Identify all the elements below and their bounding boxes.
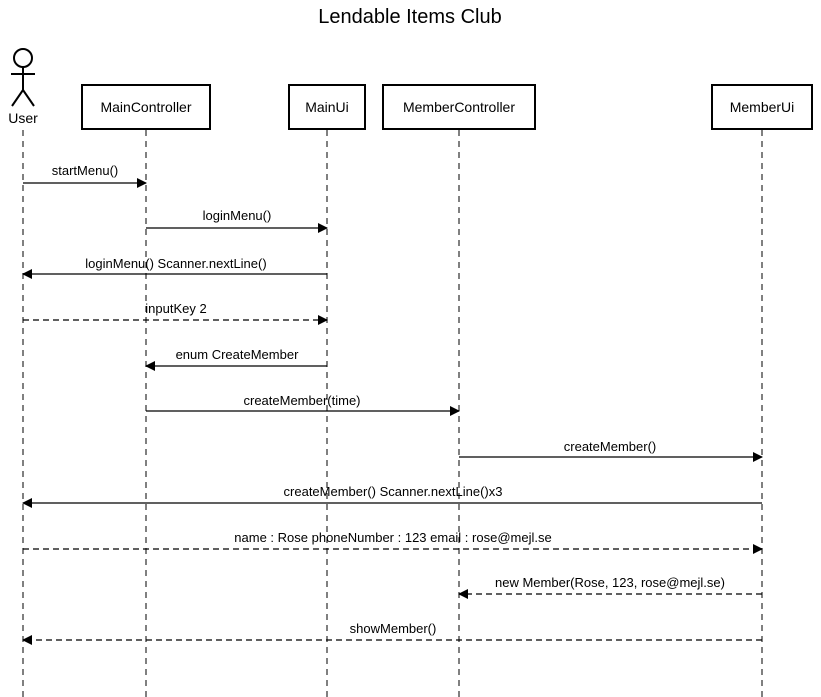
participant-membercontroller: MemberController <box>382 84 536 130</box>
message-label: enum CreateMember <box>176 347 299 362</box>
message-label: createMember() <box>564 439 656 454</box>
message-11: showMember() <box>22 621 762 645</box>
actor-head <box>13 48 33 68</box>
actor-right-leg <box>22 89 35 107</box>
message-2: loginMenu() <box>146 208 328 233</box>
message-1: startMenu() <box>23 163 147 188</box>
message-5: enum CreateMember <box>145 347 327 371</box>
message-label: inputKey 2 <box>145 301 206 316</box>
participant-label: MemberUi <box>730 99 795 115</box>
actor-left-leg <box>11 89 24 107</box>
message-10: new Member(Rose, 123, rose@mejl.se) <box>458 575 762 599</box>
message-9: name : Rose phoneNumber : 123 email : ro… <box>23 530 763 554</box>
diagram-title: Lendable Items Club <box>318 6 501 28</box>
participant-maincontroller: MainController <box>81 84 211 130</box>
participant-box <box>382 84 536 130</box>
message-label: showMember() <box>350 621 437 636</box>
message-8: createMember() Scanner.nextLine()x3 <box>22 484 762 508</box>
actor-label: User <box>8 110 38 126</box>
message-label: loginMenu() Scanner.nextLine() <box>85 256 266 271</box>
message-label: loginMenu() <box>203 208 272 223</box>
participant-label: MainUi <box>305 99 349 115</box>
message-label: createMember() Scanner.nextLine()x3 <box>284 484 503 499</box>
participant-memberui: MemberUi <box>711 84 813 130</box>
message-6: createMember(time) <box>146 393 460 416</box>
participant-box <box>288 84 366 130</box>
message-4: inputKey 2 <box>23 301 328 325</box>
actor-user <box>11 48 35 107</box>
message-3: loginMenu() Scanner.nextLine() <box>22 256 327 279</box>
participant-box <box>81 84 211 130</box>
message-label: name : Rose phoneNumber : 123 email : ro… <box>234 530 551 545</box>
participant-mainui: MainUi <box>288 84 366 130</box>
message-7: createMember() <box>459 439 763 462</box>
participant-label: MemberController <box>403 99 515 115</box>
message-label: createMember(time) <box>243 393 360 408</box>
message-label: new Member(Rose, 123, rose@mejl.se) <box>495 575 725 590</box>
participant-box <box>711 84 813 130</box>
message-label: startMenu() <box>52 163 118 178</box>
participant-label: MainController <box>100 99 191 115</box>
